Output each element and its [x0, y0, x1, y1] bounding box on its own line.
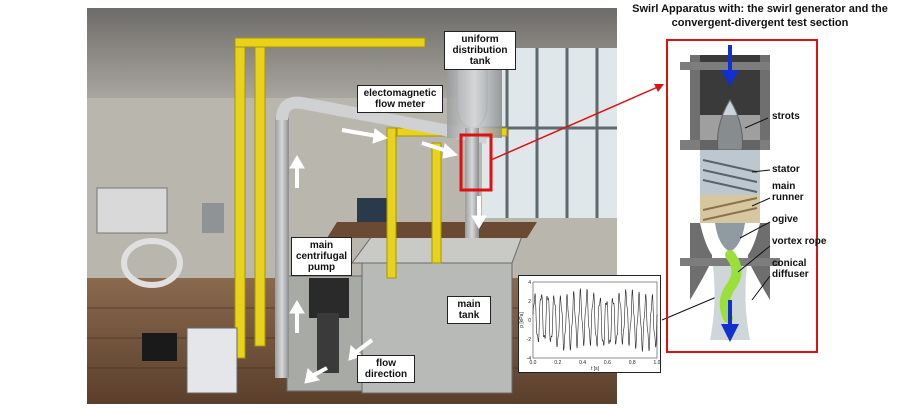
label-distribution-tank: uniform distribution tank: [444, 31, 516, 70]
test-rig-photo: [87, 8, 617, 404]
schematic-frame: [666, 39, 818, 353]
y-tick-label: 4: [528, 280, 531, 286]
pressure-chart: 4 2 0 -2 -4 0.0 0.2 0.4 0.6 0.8 1.0 t [s] p [kPa]: [519, 280, 661, 372]
y-tick-label: -4: [527, 356, 532, 362]
label-main-tank: main tank: [447, 296, 491, 324]
x-tick-label: 1.0: [654, 360, 660, 366]
test-section-highlight: [459, 133, 493, 192]
x-tick-label: 0.8: [629, 360, 636, 366]
x-tick-label: 0.4: [579, 360, 586, 366]
x-axis-label: t [s]: [591, 366, 600, 372]
part-stator: stator: [772, 164, 800, 175]
label-flow-meter: electomagnetic flow meter: [357, 85, 443, 113]
pressure-signal-inset: 4 2 0 -2 -4 0.0 0.2 0.4 0.6 0.8 1.0 t [s] p [kPa]: [518, 275, 661, 373]
y-axis-label: p [kPa]: [519, 312, 525, 328]
y-tick-label: 2: [528, 299, 531, 305]
part-main-runner: main runner: [772, 181, 804, 203]
y-tick-label: -2: [527, 337, 532, 343]
y-tick-label: 0: [528, 318, 531, 324]
label-centrifugal-pump: main centrifugal pump: [291, 237, 352, 276]
part-ogive: ogive: [772, 214, 799, 225]
label-flow-direction: flow direction: [357, 355, 415, 383]
pressure-series-line: [532, 288, 658, 352]
flow-arrows: [289, 128, 487, 384]
schematic-body: [680, 45, 780, 342]
x-tick-label: 0.2: [554, 360, 561, 366]
x-tick-label: 0.0: [530, 360, 537, 366]
part-strots: strots: [772, 111, 800, 122]
test-rig-illustration: [87, 8, 617, 404]
x-tick-label: 0.6: [604, 360, 611, 366]
part-vortex-rope: vortex rope: [772, 236, 827, 247]
diagram-title: Swirl Apparatus with: the swirl generato…: [632, 3, 888, 29]
part-leaders: [737, 117, 771, 301]
part-conical-diffuser: conical diffuser: [772, 258, 809, 280]
